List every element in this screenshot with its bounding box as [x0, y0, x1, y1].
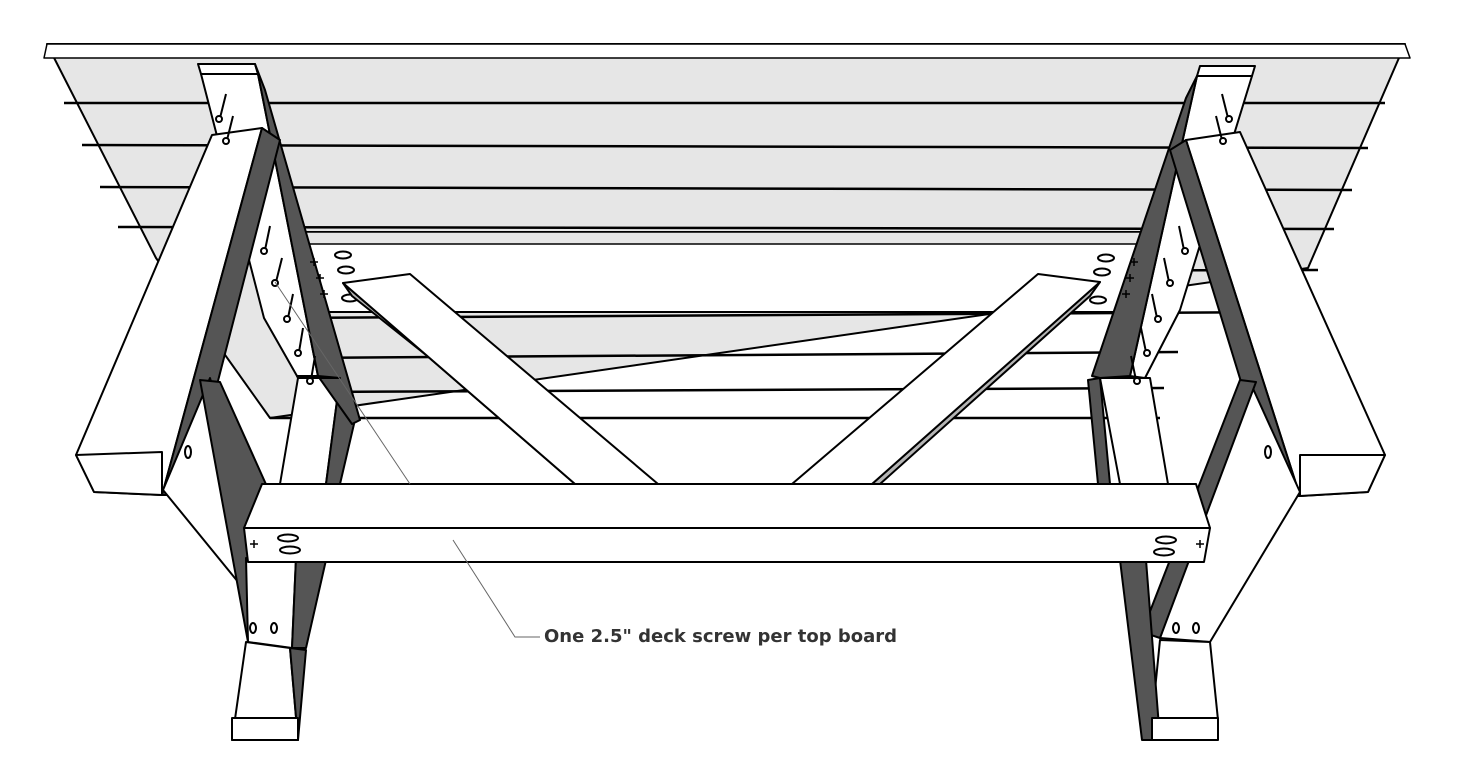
screw — [1215, 115, 1227, 145]
board-seam — [81, 143, 1369, 150]
left-foot-block-side — [289, 647, 307, 741]
front-apron-top — [243, 483, 1211, 529]
pocket-hole — [337, 265, 355, 275]
screw — [1140, 327, 1151, 357]
pocket-hole — [1089, 295, 1107, 305]
right-post-top — [1196, 65, 1256, 77]
screw — [260, 225, 271, 255]
left-foot-block-bottom — [231, 717, 299, 741]
screw — [1130, 355, 1141, 385]
leader-line — [452, 539, 540, 638]
screw — [1178, 225, 1189, 255]
bolt-hole — [270, 622, 278, 634]
pocket-hole — [1097, 253, 1115, 263]
board-seam — [309, 386, 1165, 394]
left-post-side — [254, 63, 361, 425]
right-leg-holes — [1172, 445, 1272, 634]
table-top-edge — [43, 43, 1411, 59]
left-lower-leg-side — [291, 557, 327, 649]
pocket-hole — [334, 250, 352, 260]
leader-line-upper — [274, 281, 411, 485]
left-foot-beam-end — [75, 451, 163, 496]
front-apron — [243, 483, 1211, 563]
bolt-hole — [249, 622, 257, 634]
left-post-top — [197, 63, 259, 75]
front-apron-face — [243, 527, 1211, 563]
bolt-hole — [1172, 622, 1180, 634]
screw — [1221, 93, 1233, 123]
bolt-hole — [1192, 622, 1200, 634]
back-right-leg-face — [1099, 377, 1169, 485]
right-foot-block-side — [1119, 559, 1161, 741]
callout-leader — [274, 281, 540, 638]
right-foot-block-bottom — [1151, 717, 1219, 741]
bolt-hole — [1264, 445, 1272, 459]
front-apron-pocket-holes — [277, 533, 1177, 557]
pocket-hole — [279, 545, 301, 555]
back-apron-edge — [304, 231, 1147, 245]
right-foot-beam-end — [1299, 454, 1386, 497]
pocket-hole — [277, 533, 299, 543]
pocket-hole — [1155, 535, 1177, 545]
left-lower-leg-face — [245, 557, 297, 649]
screw — [1151, 293, 1162, 323]
left-leg-holes — [184, 445, 278, 634]
screw — [1163, 257, 1174, 287]
screw — [215, 93, 227, 123]
bolt-hole — [184, 445, 192, 459]
screw-ticks — [250, 258, 1204, 548]
board-seam — [99, 185, 1353, 192]
pocket-hole — [1153, 547, 1175, 557]
screw — [306, 355, 316, 385]
right-leg-assembly — [1091, 65, 1386, 741]
pocket-hole — [1093, 267, 1111, 277]
board-seam — [117, 225, 1335, 231]
deck-screws — [215, 93, 1233, 385]
right-foot-block-face — [1151, 639, 1219, 721]
screw — [294, 327, 304, 357]
screw — [222, 115, 234, 145]
callout-label: One 2.5" deck screw per top board — [544, 626, 898, 647]
